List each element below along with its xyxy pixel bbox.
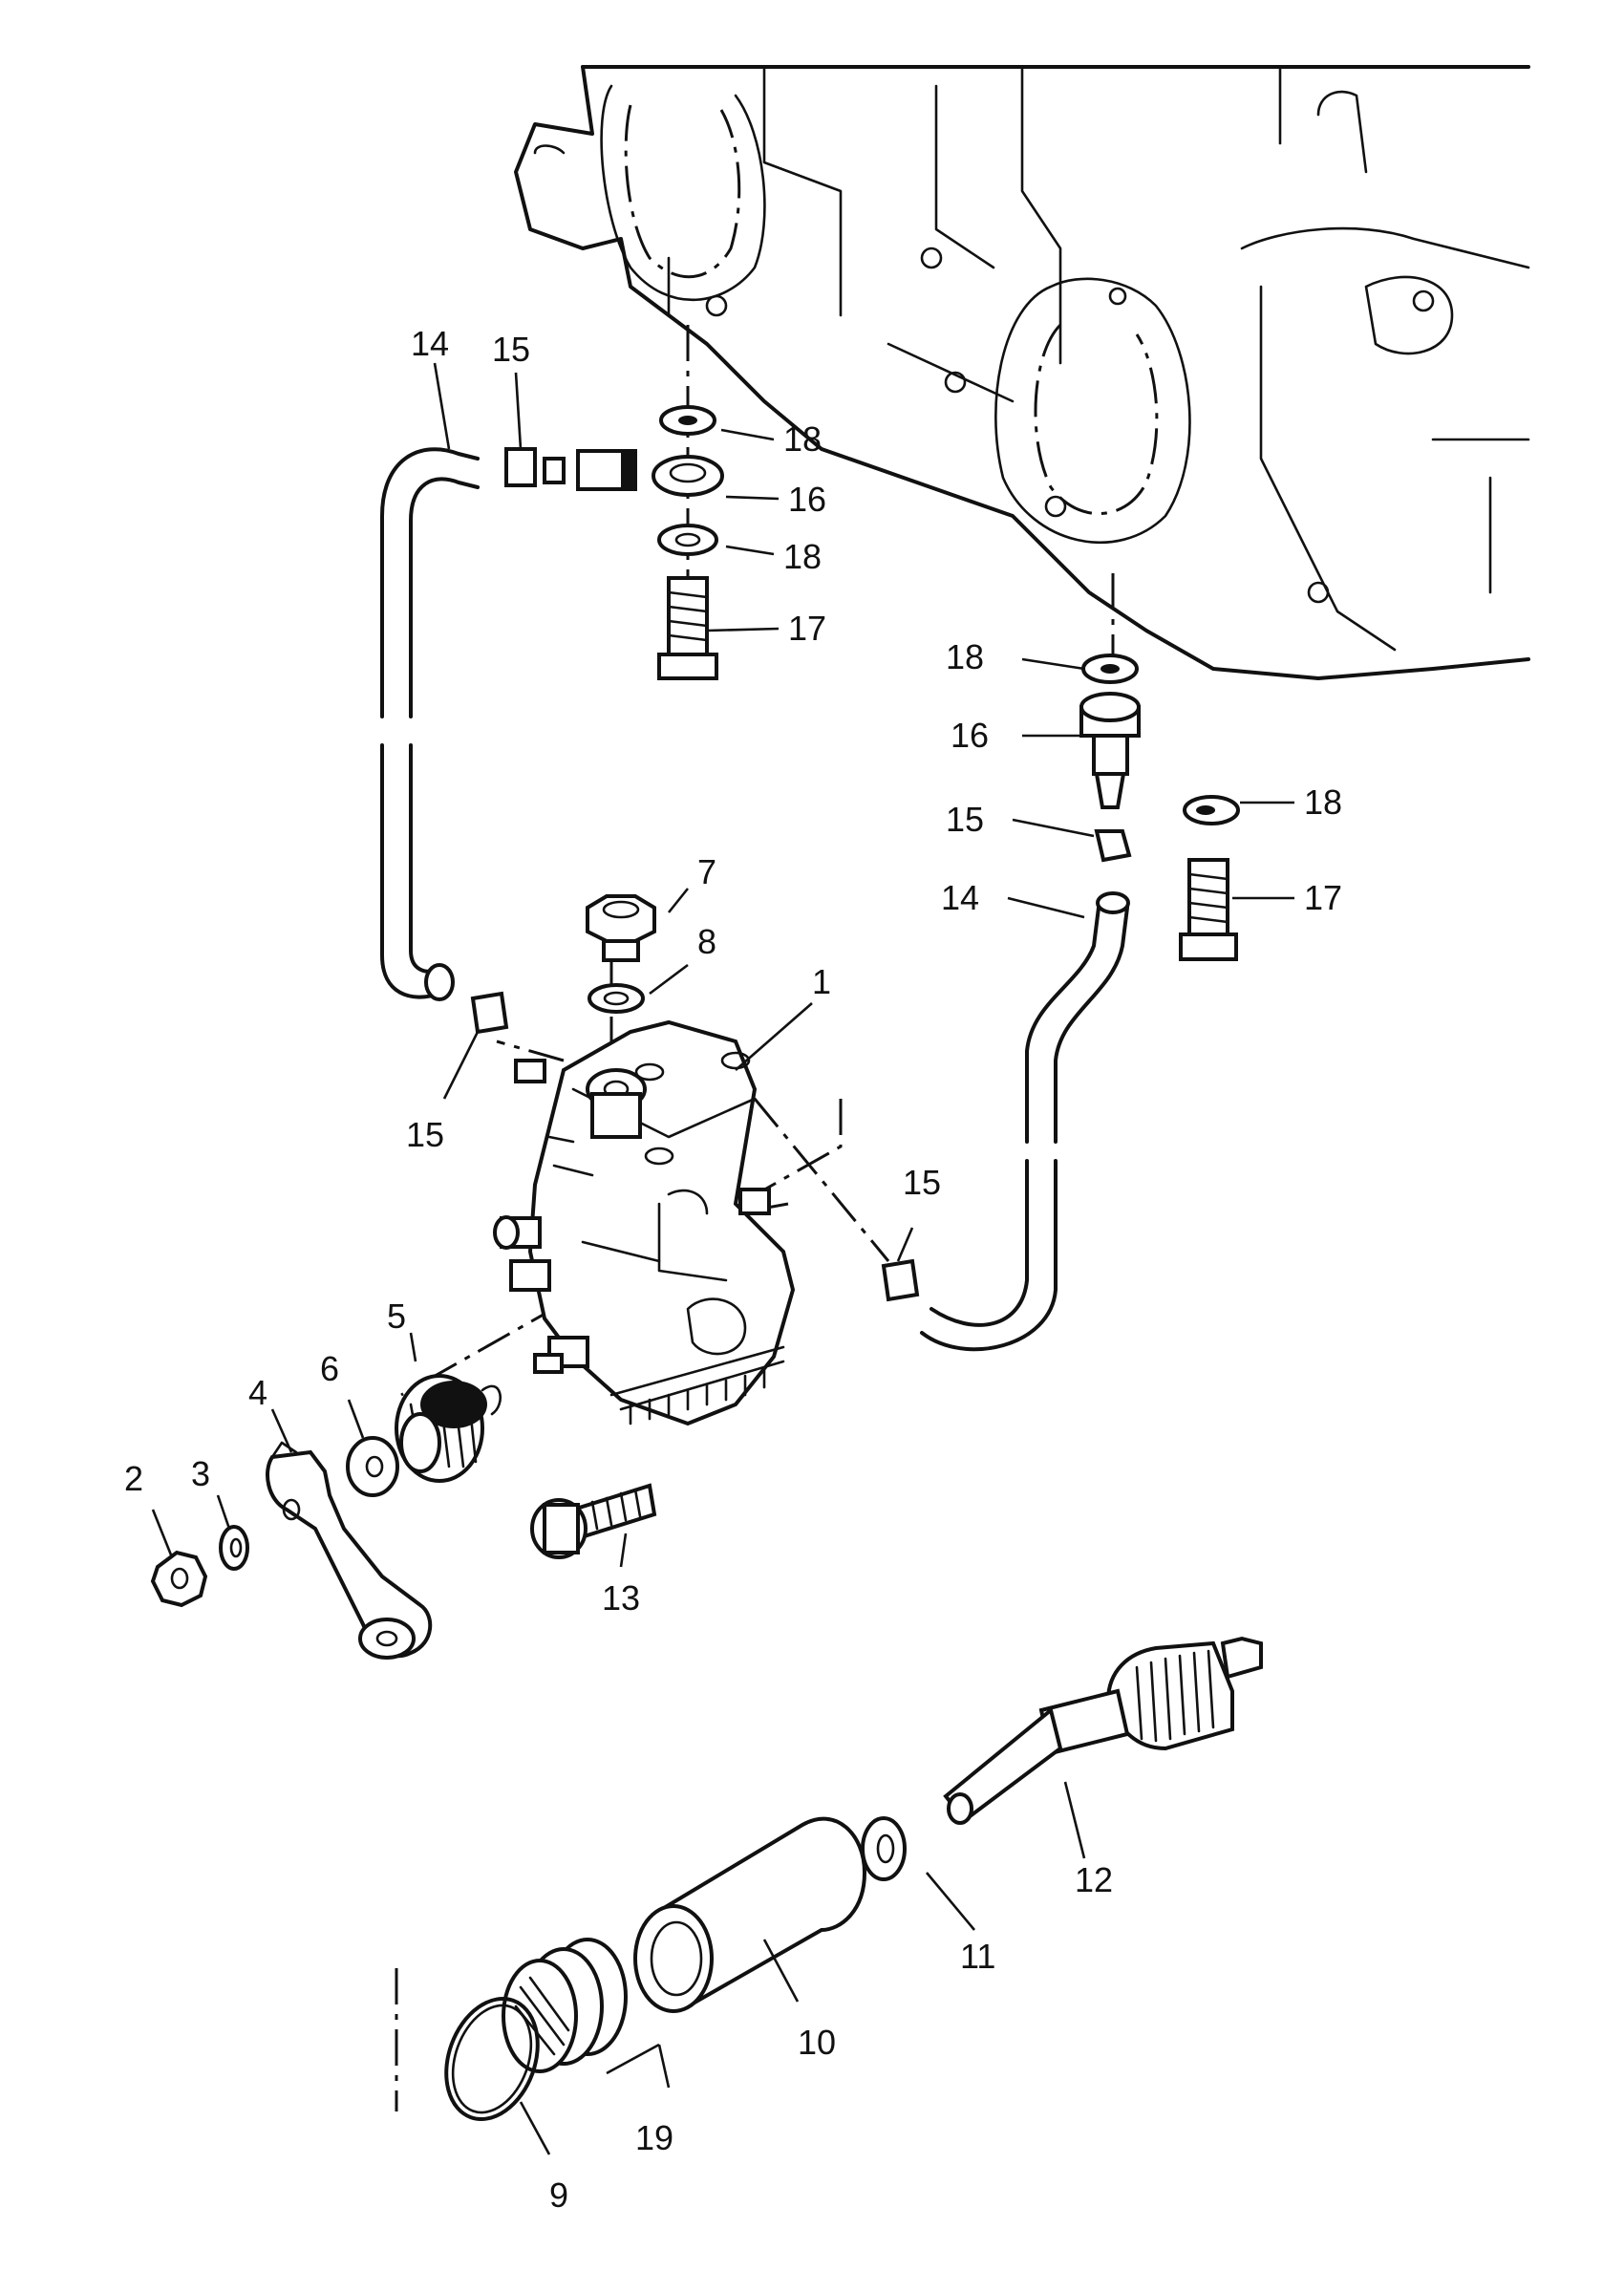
nut-7 bbox=[586, 894, 656, 962]
nut-2 bbox=[150, 1550, 208, 1608]
callout-9: 9 bbox=[549, 2176, 568, 2215]
callout-18-upper-top: 18 bbox=[783, 419, 822, 459]
drive-gear-5 bbox=[395, 1374, 502, 1483]
callout-18-upper-bottom: 18 bbox=[783, 537, 822, 576]
drive-shaft-12 bbox=[943, 1636, 1263, 1825]
callout-12: 12 bbox=[1075, 1860, 1113, 1899]
hose-clamp-mid-right bbox=[881, 1258, 920, 1302]
fitting-right bbox=[1079, 692, 1141, 809]
callout-16-right: 16 bbox=[951, 716, 989, 755]
callout-17-right: 17 bbox=[1304, 878, 1342, 917]
callout-7: 7 bbox=[697, 852, 716, 891]
callout-3: 3 bbox=[191, 1454, 210, 1493]
callout-6: 6 bbox=[320, 1349, 339, 1388]
callout-2: 2 bbox=[124, 1459, 143, 1498]
callout-18-right-side: 18 bbox=[1304, 782, 1342, 822]
washer-3 bbox=[219, 1525, 249, 1571]
hose-clamp-upper bbox=[504, 447, 537, 487]
callout-15-upper: 15 bbox=[492, 330, 530, 369]
snap-ring-9 bbox=[444, 1997, 540, 2121]
control-lever-4 bbox=[266, 1441, 433, 1660]
washer-6 bbox=[346, 1436, 399, 1497]
hose-clamp-right bbox=[1094, 829, 1132, 863]
callout-13: 13 bbox=[602, 1578, 640, 1618]
bushing-19 bbox=[502, 1938, 628, 2073]
oil-hose-left bbox=[380, 447, 480, 1001]
callout-14-left: 14 bbox=[411, 324, 449, 363]
mounting-bolt-13 bbox=[530, 1483, 657, 1559]
callout-8: 8 bbox=[697, 922, 716, 961]
banjo-bolt-right bbox=[1179, 858, 1238, 961]
callout-19: 19 bbox=[635, 2118, 673, 2157]
washer-8 bbox=[588, 983, 645, 1014]
hose-clamp-pump-left bbox=[470, 991, 509, 1035]
washer-11 bbox=[861, 1816, 907, 1881]
callout-16-upper: 16 bbox=[788, 480, 826, 519]
callout-15-right: 15 bbox=[946, 800, 984, 839]
callout-18-right-top: 18 bbox=[946, 637, 984, 676]
engine-block bbox=[514, 65, 1530, 680]
oil-hose-right bbox=[920, 891, 1130, 1352]
banjo-bolt-upper bbox=[657, 576, 718, 680]
callout-11: 11 bbox=[960, 1937, 995, 1976]
callout-1: 1 bbox=[812, 962, 831, 1001]
leader-lines bbox=[151, 362, 1294, 2155]
washer-upper-bottom bbox=[657, 524, 718, 556]
callout-14-right: 14 bbox=[941, 878, 979, 917]
callout-10: 10 bbox=[798, 2023, 836, 2062]
callout-4: 4 bbox=[248, 1373, 267, 1412]
fitting-upper bbox=[543, 449, 724, 497]
callout-5: 5 bbox=[387, 1297, 406, 1336]
callout-labels: 14 15 18 16 18 17 18 16 15 18 14 17 7 8 … bbox=[124, 324, 1342, 2215]
callout-15-mid-right: 15 bbox=[903, 1163, 941, 1202]
oil-pump-body bbox=[493, 1019, 796, 1426]
sleeve-10 bbox=[633, 1816, 867, 2013]
callout-15-pump-left: 15 bbox=[406, 1115, 444, 1154]
callout-17-upper: 17 bbox=[788, 609, 826, 648]
